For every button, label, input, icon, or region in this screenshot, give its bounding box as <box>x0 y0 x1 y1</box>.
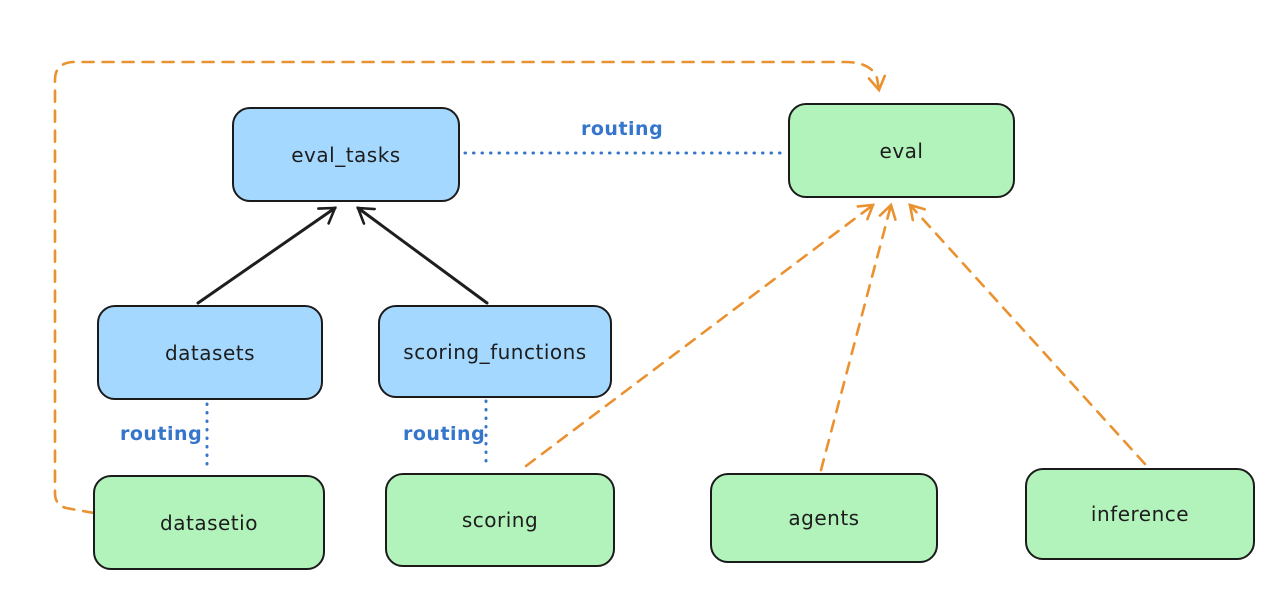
edge-agents-to-eval <box>819 202 897 472</box>
node-scoring-label: scoring <box>461 508 539 532</box>
node-inference-label: inference <box>1090 502 1190 526</box>
node-scoring-functions-label: scoring_functions <box>403 339 587 364</box>
routing-label-scoring-functions-scoring: routing <box>403 423 486 445</box>
node-datasets-label: datasets <box>164 340 256 365</box>
node-datasetio-label: datasetio <box>160 510 258 535</box>
edge-scoring-to-eval <box>524 203 875 468</box>
node-eval: eval <box>788 103 1015 198</box>
node-eval-tasks-label: eval_tasks <box>291 142 401 167</box>
edge-scoring-functions-to-eval-tasks <box>356 206 489 305</box>
node-inference: inference <box>1025 468 1255 560</box>
node-scoring: scoring <box>385 473 615 567</box>
node-eval-tasks: eval_tasks <box>232 107 460 202</box>
routing-label-datasets-datasetio: routing <box>120 423 203 445</box>
node-scoring-functions: scoring_functions <box>378 305 612 398</box>
node-eval-label: eval <box>879 138 924 163</box>
edge-datasets-to-eval-tasks <box>196 206 337 305</box>
node-agents-label: agents <box>788 506 860 530</box>
node-agents: agents <box>710 473 938 563</box>
edge-datasetio-to-eval <box>53 60 887 515</box>
node-datasets: datasets <box>97 305 323 400</box>
routing-label-eval-tasks-eval: routing <box>581 118 664 140</box>
edge-inference-to-eval <box>908 203 1147 466</box>
node-datasetio: datasetio <box>93 475 325 570</box>
